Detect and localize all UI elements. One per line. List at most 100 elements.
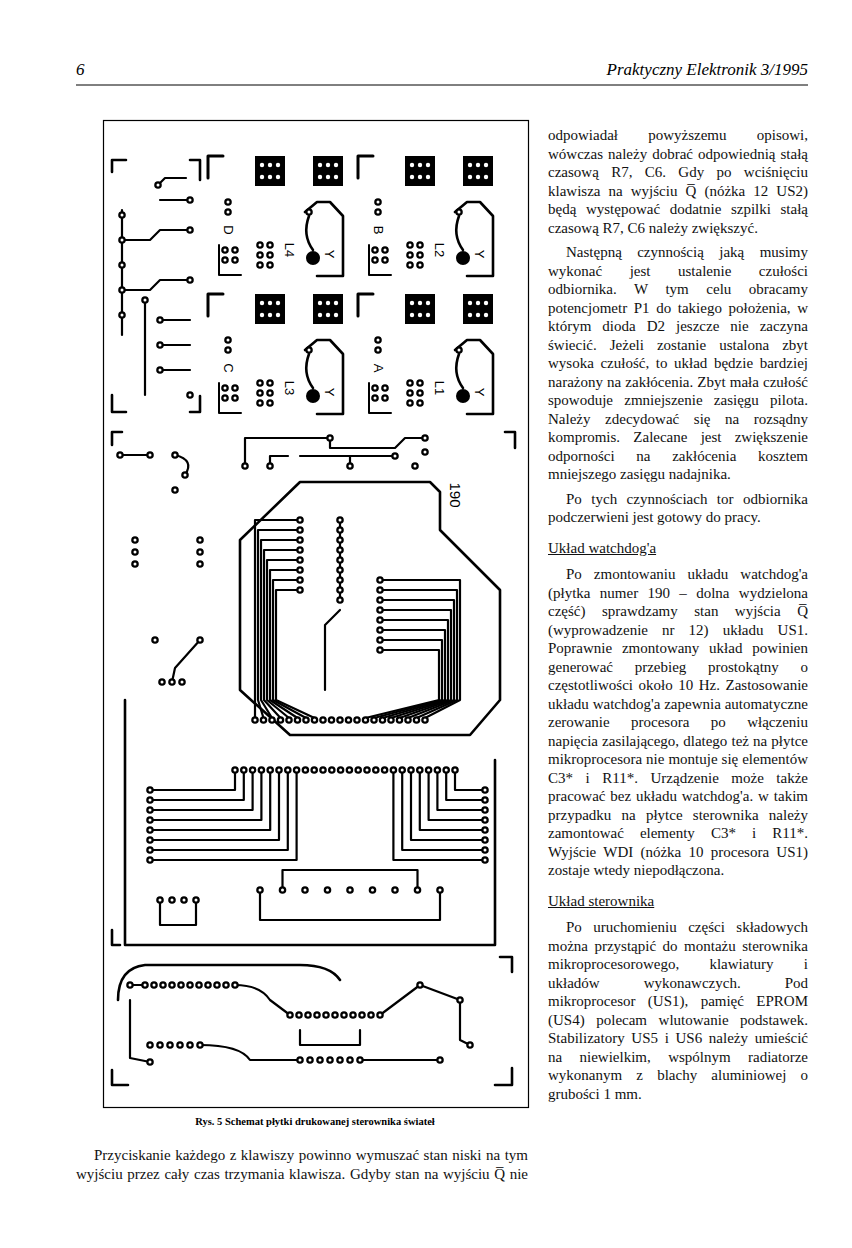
pad-hole bbox=[357, 769, 360, 772]
copper-track bbox=[160, 900, 196, 925]
pad-hole bbox=[419, 264, 422, 267]
solder-pad bbox=[277, 716, 285, 724]
copper-track bbox=[122, 280, 190, 290]
pad-hole bbox=[254, 719, 257, 722]
solder-pad bbox=[324, 886, 332, 894]
pad-hole bbox=[347, 719, 350, 722]
copper-track bbox=[273, 580, 306, 718]
led-pad bbox=[456, 251, 470, 265]
solder-pad bbox=[177, 981, 185, 989]
pad-hole bbox=[268, 163, 272, 167]
pad-hole bbox=[189, 199, 192, 202]
solder-pad bbox=[296, 536, 304, 544]
pad-hole bbox=[414, 465, 417, 468]
pad-hole bbox=[121, 239, 124, 242]
pad-hole bbox=[313, 719, 316, 722]
pad-hole bbox=[334, 175, 338, 179]
pad-hole bbox=[410, 313, 414, 317]
pad-hole bbox=[149, 1061, 152, 1064]
pad-hole bbox=[374, 259, 377, 262]
solder-pad bbox=[374, 198, 382, 206]
pad-hole bbox=[410, 301, 414, 305]
solder-pad bbox=[376, 576, 384, 584]
pad-hole bbox=[484, 809, 487, 812]
pad-hole bbox=[468, 301, 472, 305]
solder-pad bbox=[374, 208, 382, 216]
key-letter: C bbox=[222, 362, 235, 373]
solder-pad bbox=[156, 1041, 164, 1049]
solder-pad bbox=[411, 462, 419, 470]
pad-hole bbox=[199, 639, 202, 642]
pad-hole bbox=[181, 681, 184, 684]
pad-hole bbox=[134, 539, 137, 542]
copper-track bbox=[500, 957, 512, 972]
solder-pad bbox=[421, 434, 429, 442]
pad-hole bbox=[269, 264, 272, 267]
solder-pad bbox=[313, 1011, 321, 1019]
pad-hole bbox=[299, 539, 302, 542]
solder-pad bbox=[376, 606, 384, 614]
solder-pad bbox=[387, 716, 395, 724]
copper-track bbox=[380, 985, 420, 1015]
copper-track bbox=[306, 216, 313, 250]
copper-track bbox=[112, 930, 120, 945]
solder-pad bbox=[434, 766, 442, 774]
pad-hole bbox=[419, 382, 422, 385]
pad-hole bbox=[436, 769, 439, 772]
copper-track bbox=[261, 540, 300, 718]
relay-pad-block bbox=[313, 294, 343, 324]
pad-hole bbox=[445, 769, 448, 772]
pad-hole bbox=[198, 984, 201, 987]
pad-hole bbox=[374, 397, 377, 400]
pad-hole bbox=[316, 1014, 319, 1017]
solder-pad bbox=[301, 886, 309, 894]
solder-pad bbox=[436, 886, 444, 894]
copper-track bbox=[455, 340, 493, 414]
pad-hole bbox=[364, 719, 367, 722]
pad-hole bbox=[476, 163, 480, 167]
copper-track bbox=[245, 438, 330, 466]
solder-pad bbox=[168, 981, 176, 989]
pad-hole bbox=[260, 175, 264, 179]
copper-track bbox=[411, 770, 485, 840]
solder-pad bbox=[416, 766, 424, 774]
solder-pad bbox=[456, 996, 464, 1004]
pad-hole bbox=[227, 349, 230, 352]
pad-hole bbox=[384, 249, 387, 252]
copper-track bbox=[150, 770, 244, 800]
relay-pad-block bbox=[463, 294, 493, 324]
solder-pad bbox=[141, 981, 149, 989]
pad-hole bbox=[384, 397, 387, 400]
pad-hole bbox=[384, 387, 387, 390]
pad-hole bbox=[468, 313, 472, 317]
body-paragraph: Przyciskanie każdego z klawiszy powinno … bbox=[76, 1146, 528, 1183]
pad-hole bbox=[377, 339, 380, 342]
solder-pad bbox=[275, 766, 283, 774]
pad-hole bbox=[259, 402, 262, 405]
pad-hole bbox=[159, 369, 162, 372]
solder-pad bbox=[296, 576, 304, 584]
solder-pad bbox=[346, 766, 354, 774]
pad-hole bbox=[278, 769, 281, 772]
copper-track bbox=[429, 770, 485, 820]
pad-hole bbox=[326, 313, 330, 317]
copper-track bbox=[374, 640, 442, 718]
pad-hole bbox=[394, 889, 397, 892]
pad-hole bbox=[334, 301, 338, 305]
pad-hole bbox=[318, 163, 322, 167]
solder-pad bbox=[336, 546, 344, 554]
solder-pad bbox=[256, 251, 264, 259]
copper-track bbox=[160, 344, 190, 346]
copper-track bbox=[380, 620, 448, 718]
pad-hole bbox=[379, 589, 382, 592]
pad-hole bbox=[234, 387, 237, 390]
solder-pad bbox=[436, 1056, 444, 1064]
pad-hole bbox=[259, 392, 262, 395]
solder-pad bbox=[331, 1011, 339, 1019]
pad-hole bbox=[207, 984, 210, 987]
pad-hole bbox=[458, 349, 461, 352]
pad-hole bbox=[179, 1044, 182, 1047]
solder-pad bbox=[156, 896, 164, 904]
pad-hole bbox=[409, 382, 412, 385]
led-pad bbox=[306, 251, 320, 265]
